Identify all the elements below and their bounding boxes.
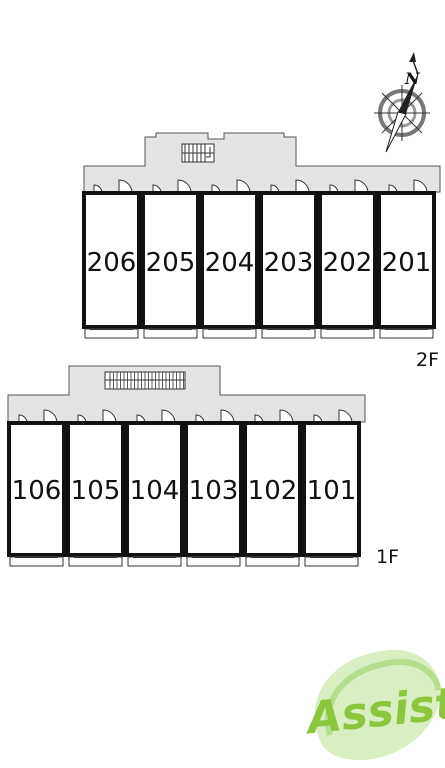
balcony [68,556,123,567]
balcony [379,328,434,339]
unit-number-104: 104 [130,476,180,506]
unit-205: 205 [141,179,200,339]
unit-outline [243,421,302,557]
floor-label-2f: 2F [416,349,439,371]
unit-103: 103 [184,409,243,567]
unit-106: 106 [7,409,66,567]
unit-105: 105 [66,409,125,567]
unit-outline [318,191,377,329]
balcony [143,328,198,339]
unit-number-105: 105 [71,476,121,506]
unit-number-205: 205 [146,248,196,278]
unit-outline [66,421,125,557]
unit-101: 101 [302,409,361,567]
compass-north-label: N [404,69,421,88]
unit-number-103: 103 [189,476,239,506]
unit-102: 102 [243,409,302,567]
staircase-1f [104,371,186,390]
unit-outline [7,421,66,557]
unit-201: 201 [377,179,436,339]
units-1f: 106 105 104 103 102 101 [7,409,361,567]
balcony [320,328,375,339]
unit-outline [184,421,243,557]
compass-rose-icon [374,52,430,153]
balcony [304,556,359,567]
balcony [261,328,316,339]
units-2f: 206 205 204 203 202 201 [82,179,436,339]
unit-outline [82,191,141,329]
balcony [84,328,139,339]
staircase-2f [181,143,215,163]
corridor-1f [7,365,366,423]
assist-logo: Assist [302,649,445,760]
unit-number-101: 101 [307,476,357,506]
unit-203: 203 [259,179,318,339]
balcony [127,556,182,567]
unit-number-201: 201 [382,248,432,278]
unit-number-203: 203 [264,248,314,278]
unit-outline [377,191,436,329]
unit-204: 204 [200,179,259,339]
balcony [202,328,257,339]
floor-1f: 106 105 104 103 102 101 1F [7,365,399,568]
balcony [9,556,64,567]
unit-number-204: 204 [205,248,255,278]
unit-number-102: 102 [248,476,298,506]
unit-number-206: 206 [87,248,137,278]
floor-2f: 206 205 204 203 202 201 2F [82,132,441,371]
unit-outline [259,191,318,329]
unit-number-202: 202 [323,248,373,278]
floor-label-1f: 1F [376,546,399,568]
unit-104: 104 [125,409,184,567]
unit-202: 202 [318,179,377,339]
unit-number-106: 106 [12,476,62,506]
unit-outline [125,421,184,557]
unit-206: 206 [82,179,141,339]
unit-outline [200,191,259,329]
balcony [245,556,300,567]
balcony [186,556,241,567]
corridor-2f [83,132,441,193]
unit-outline [141,191,200,329]
unit-outline [302,421,361,557]
